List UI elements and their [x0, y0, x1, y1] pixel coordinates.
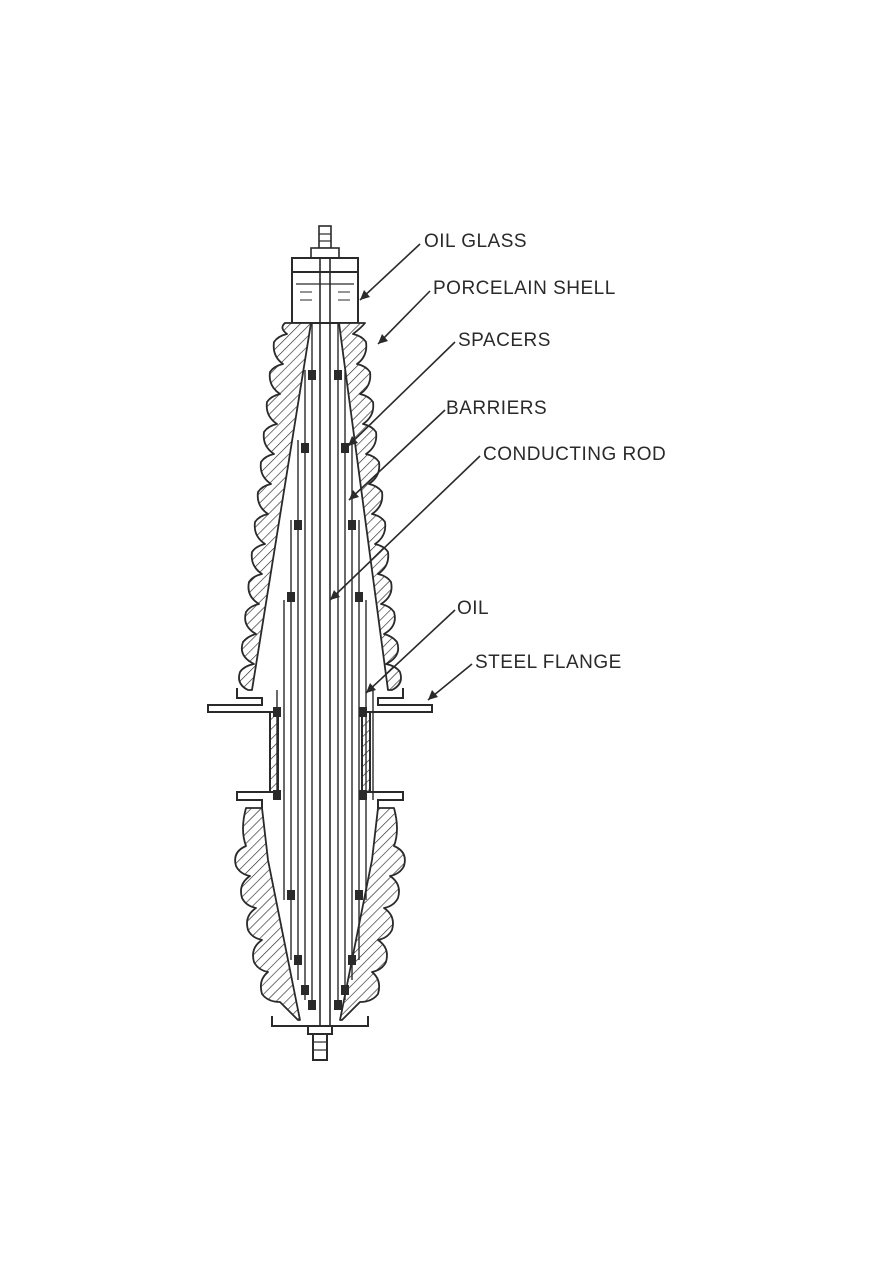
top-terminal-stud: [310, 225, 340, 261]
arrow-oil: [366, 683, 376, 693]
label-conducting-rod: CONDUCTING ROD: [483, 444, 666, 465]
label-steel-flange: STEEL FLANGE: [475, 652, 622, 673]
leader-conducting-rod: [329, 455, 481, 601]
leader-spacers: [347, 341, 456, 447]
spacers-shape: [273, 370, 367, 1010]
leader-porcelain-shell: [377, 290, 431, 345]
oil-glass-shape: [291, 257, 359, 324]
arrow-conducting-rod: [330, 590, 340, 600]
label-oil: OIL: [457, 598, 489, 619]
label-porcelain-shell: PORCELAIN SHELL: [433, 278, 616, 299]
arrow-porcelain-shell: [378, 334, 388, 344]
arrow-steel-flange: [428, 690, 438, 700]
label-oil-glass: OIL GLASS: [424, 231, 527, 252]
conducting-rod-shape: [319, 258, 331, 1026]
arrow-spacers: [348, 436, 358, 446]
label-spacers: SPACERS: [458, 330, 551, 351]
upper-porcelain-shell-right: [338, 322, 402, 691]
arrow-oil-glass: [360, 290, 370, 300]
leader-barriers: [348, 409, 446, 501]
leader-oil-glass: [359, 243, 421, 301]
leader-oil: [365, 609, 456, 694]
leader-lines: [329, 243, 481, 701]
upper-porcelain-shell-left: [238, 322, 312, 691]
lower-porcelain-shell-right: [339, 807, 406, 1021]
label-barriers: BARRIERS: [446, 398, 547, 419]
lower-porcelain-shell-left: [234, 807, 301, 1021]
labels: OIL GLASS PORCELAIN SHELL SPACERS BARRIE…: [424, 231, 666, 673]
arrow-barriers: [349, 490, 359, 500]
